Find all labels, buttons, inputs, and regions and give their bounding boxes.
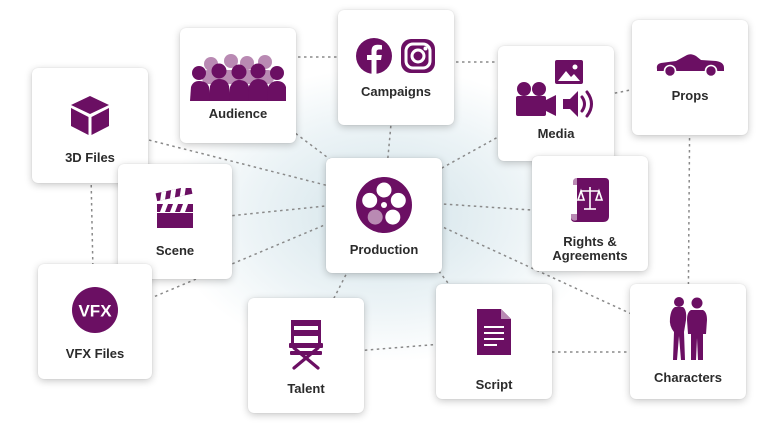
node-props[interactable]: Props: [632, 20, 748, 135]
image-icon: [555, 60, 583, 84]
media-icons: [516, 60, 593, 118]
node-campaigns[interactable]: Campaigns: [338, 10, 454, 125]
node-audience[interactable]: Audience: [180, 28, 296, 143]
crowd-icon: [190, 54, 286, 101]
speaker-icon: [563, 90, 593, 118]
node-label: Production: [349, 242, 419, 257]
node-scene[interactable]: Scene: [118, 164, 232, 279]
node-label-line1: Rights &: [563, 234, 617, 249]
people-silhouette-icon: [669, 297, 707, 360]
node-rights-agreements[interactable]: Rights & Agreements: [532, 156, 648, 271]
node-vfx-files[interactable]: VFX VFX Files: [38, 264, 152, 379]
node-label: Campaigns: [360, 84, 432, 99]
legal-document-icon: [571, 178, 609, 222]
node-label: Script: [475, 377, 513, 392]
car-icon: [656, 54, 724, 78]
node-label: Media: [537, 126, 575, 141]
node-talent[interactable]: Talent: [248, 298, 364, 413]
node-label: Talent: [287, 381, 325, 396]
node-production[interactable]: Production: [326, 158, 442, 273]
node-label: Scene: [155, 243, 195, 258]
vfx-badge-text: VFX: [78, 302, 112, 321]
node-label: Props: [671, 88, 709, 103]
clapperboard-icon: [155, 188, 193, 228]
node-label: Characters: [654, 370, 722, 385]
document-icon: [477, 309, 511, 355]
instagram-icon: [401, 39, 435, 73]
node-label: VFX Files: [65, 346, 125, 361]
cube-icon: [71, 96, 109, 135]
node-label-line2: Agreements: [552, 248, 628, 263]
video-camera-icon: [516, 82, 556, 116]
node-characters[interactable]: Characters: [630, 284, 746, 399]
node-3d-files[interactable]: 3D Files: [32, 68, 148, 183]
node-label: 3D Files: [65, 150, 115, 165]
film-reel-icon: [356, 177, 412, 233]
node-media[interactable]: Media: [498, 46, 614, 161]
facebook-icon: [356, 38, 392, 74]
node-label: Audience: [208, 106, 268, 121]
link-production-vfx: [93, 199, 385, 323]
link-production-rights: [383, 199, 591, 215]
link-media-props: [555, 77, 691, 106]
vfx-badge-icon: VFX: [72, 287, 118, 333]
node-script[interactable]: Script: [436, 284, 552, 399]
directors-chair-icon: [289, 320, 323, 370]
